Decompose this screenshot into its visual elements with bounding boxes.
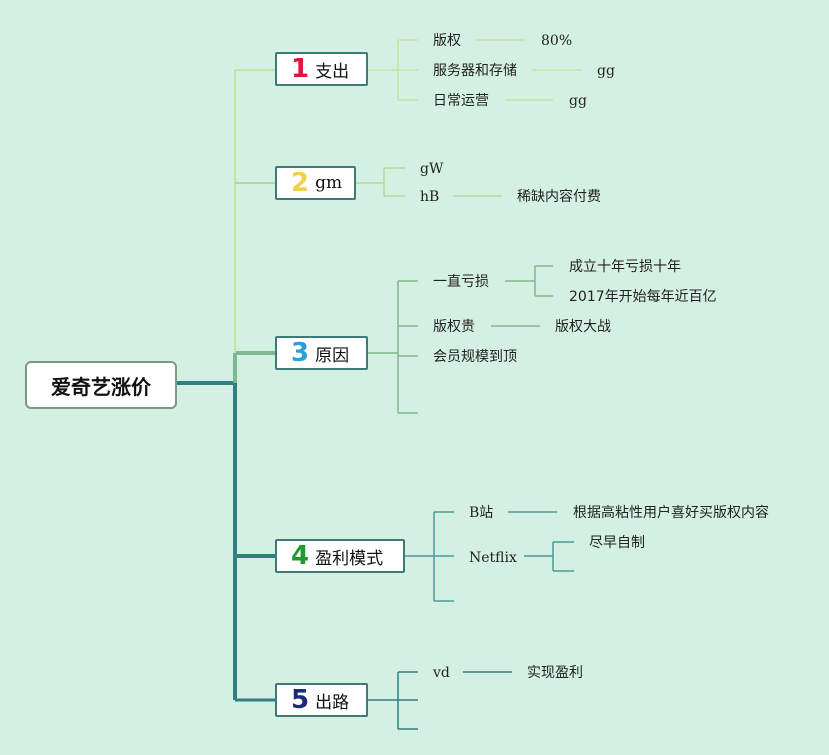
- branch-label: gm: [315, 173, 343, 193]
- topic-daily-operations[interactable]: 日常运营: [433, 93, 489, 109]
- branch-node-3[interactable]: 3 原因: [275, 336, 368, 370]
- branch-number: 1: [291, 54, 310, 84]
- branch-label: 盈利模式: [315, 548, 384, 569]
- topic-server-storage[interactable]: 服务器和存储: [433, 63, 517, 79]
- topic-self-produce[interactable]: 尽早自制: [589, 535, 645, 551]
- branch-label: 出路: [315, 692, 350, 713]
- topic-vd[interactable]: vd: [433, 665, 450, 681]
- topic-gw[interactable]: gW: [420, 161, 444, 177]
- topic-netflix[interactable]: Netflix: [469, 550, 517, 566]
- branch-label: 支出: [315, 61, 350, 82]
- branch-number: 5: [291, 685, 310, 715]
- branch-number: 3: [291, 338, 310, 368]
- topic-member-ceiling[interactable]: 会员规模到顶: [433, 349, 517, 365]
- topic-server-storage-value[interactable]: gg: [597, 63, 615, 79]
- topic-bilibili-strategy[interactable]: 根据高粘性用户喜好买版权内容: [573, 505, 769, 521]
- topic-ten-year-loss[interactable]: 成立十年亏损十年: [569, 259, 681, 275]
- branch-number: 4: [291, 541, 310, 571]
- branch-node-4[interactable]: 4 盈利模式: [275, 539, 405, 573]
- topic-scarce-content-fee[interactable]: 稀缺内容付费: [517, 189, 601, 205]
- branch-label: 原因: [315, 345, 350, 366]
- topic-copyright-war[interactable]: 版权大战: [555, 319, 611, 335]
- topic-bilibili[interactable]: B站: [469, 505, 494, 521]
- branch-node-1[interactable]: 1 支出: [275, 52, 368, 86]
- branch-node-5[interactable]: 5 出路: [275, 683, 368, 717]
- root-topic[interactable]: 爱奇艺涨价: [25, 361, 177, 409]
- topic-copyright-expensive[interactable]: 版权贵: [433, 319, 475, 335]
- topic-annual-loss-2017[interactable]: 2017年开始每年近百亿: [569, 289, 717, 305]
- topic-continuous-loss[interactable]: 一直亏损: [433, 274, 489, 290]
- topic-hb[interactable]: hB: [420, 189, 440, 205]
- topic-achieve-profit[interactable]: 实现盈利: [527, 665, 583, 681]
- topic-daily-operations-value[interactable]: gg: [569, 93, 587, 109]
- topic-copyright-cost[interactable]: 版权: [433, 33, 461, 49]
- topic-copyright-cost-value[interactable]: 80%: [541, 33, 573, 49]
- branch-node-2[interactable]: 2 gm: [275, 166, 356, 200]
- root-label: 爱奇艺涨价: [51, 374, 151, 399]
- branch-number: 2: [291, 168, 310, 198]
